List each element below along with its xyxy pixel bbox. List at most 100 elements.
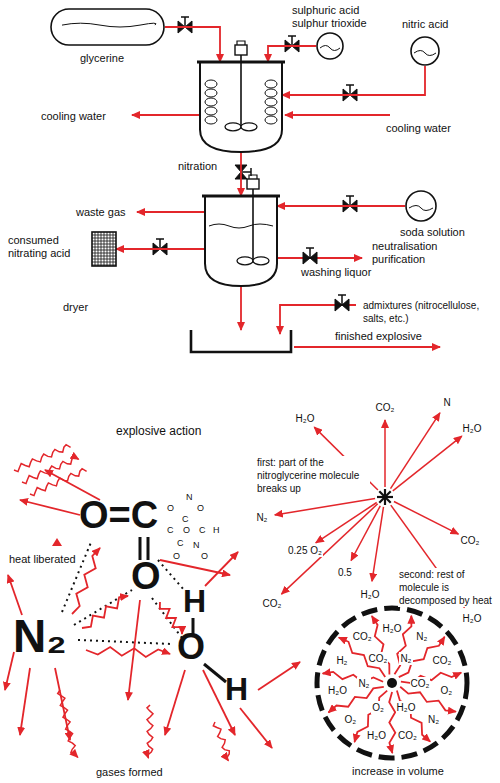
atom-letter: C: [166, 525, 175, 536]
stirrer-blade: [237, 257, 253, 265]
energy-arrow: [165, 670, 185, 735]
burst-ray: [372, 507, 384, 581]
hatching: [110, 232, 111, 266]
node-label: nitric acid: [402, 18, 482, 31]
energy-arrow: [20, 500, 80, 515]
energy-arrow: [160, 560, 230, 575]
gas-label: H₂O: [396, 701, 417, 714]
atom-letter: O: [166, 503, 175, 514]
vessel-outline: [205, 196, 277, 286]
stirrer-blade: [253, 257, 269, 265]
container-outline: [92, 232, 116, 266]
centre-dot: [387, 678, 397, 688]
burst-ray: [275, 499, 375, 515]
gas-label: N₂: [255, 511, 268, 524]
flow-connector: [116, 248, 205, 250]
gas-label: N₂: [415, 630, 428, 643]
energy-arrow: [5, 652, 14, 690]
burst-ray: [282, 504, 378, 594]
text-label: cooling water: [40, 109, 107, 123]
zigzag-arrow: [323, 672, 383, 682]
gas-label: 0.5: [337, 566, 353, 579]
atom-symbol: O=C: [78, 495, 159, 535]
valve-stem: [288, 36, 296, 46]
valve-symbol: [285, 36, 299, 52]
gas-label: CO₂: [375, 401, 396, 414]
text-label: admixtures (nitrocellulose, salts, etc.): [362, 299, 496, 325]
liquid-level: [62, 23, 156, 27]
node-label: finished explosive: [335, 330, 445, 343]
heat-wave: [22, 457, 79, 484]
node-label: neutralisation purification: [372, 240, 482, 266]
flow-connector: [240, 152, 242, 196]
cooling-coil: [205, 80, 217, 88]
text-label: heat liberated: [8, 552, 77, 566]
valve-stem: [156, 239, 164, 249]
hatching: [98, 232, 99, 266]
heat-wave: [213, 722, 229, 761]
text-label: second: rest of molecule is decomposed b…: [398, 568, 498, 607]
heat-marker: [52, 538, 62, 546]
gas-label: H₂O: [382, 622, 403, 635]
zigzag-arrow: [82, 596, 128, 628]
text-label: gases formed: [95, 765, 164, 779]
storage-tank: glycerine: [50, 8, 165, 46]
hatching: [104, 232, 105, 266]
gas-label: H₂: [335, 654, 348, 667]
waste-gas-pipe: [137, 211, 205, 213]
atom-symbol: O: [176, 628, 206, 666]
vessel-lid: [202, 195, 280, 198]
valve-symbol: [343, 196, 357, 212]
cooling-pipe: [132, 114, 200, 116]
tank-outline: [406, 191, 436, 221]
tank-outline: [411, 37, 439, 65]
product-pipe: [294, 346, 440, 348]
tank-outline: [51, 9, 164, 45]
burst-ray: [384, 420, 386, 487]
burst-ray: [394, 502, 459, 535]
gas-label: N₂: [427, 713, 440, 726]
energy-arrow: [8, 575, 22, 615]
neutraliser-vessel: neutralisation purification: [205, 196, 277, 286]
text-label: explosive action: [115, 424, 202, 439]
text-label: washing liquor: [300, 265, 372, 279]
gas-label: O₂: [371, 701, 385, 714]
stirrer-motor: [235, 45, 247, 55]
liquid-level: [409, 206, 433, 211]
burst-ray: [316, 503, 377, 543]
hatching: [95, 232, 96, 266]
heat-wave: [147, 705, 153, 758]
valve-stem: [338, 295, 346, 305]
text-label: cooling water: [385, 121, 452, 135]
cooling-coil: [265, 98, 277, 106]
atom-letter: C: [181, 514, 190, 525]
stirrer-blade: [241, 123, 257, 131]
atom-symbol: O: [130, 556, 162, 596]
gas-label: N₂: [399, 652, 412, 665]
energy-arrow: [55, 668, 70, 740]
cooling-pipe: [285, 114, 390, 116]
atom-letter: C: [176, 538, 185, 549]
dotted-bond: [62, 540, 92, 612]
acid-tank-shape: [316, 32, 344, 60]
stirrer-motor: [237, 41, 245, 45]
energy-arrow: [128, 600, 140, 700]
acid-container: consumed nitrating acid: [92, 232, 116, 266]
gas-label: CO₂: [397, 729, 418, 742]
cooling-coil: [265, 116, 277, 124]
acid-tank: nitric acid: [410, 36, 440, 66]
flow-connector: [268, 46, 316, 62]
gas-label: O₂: [440, 684, 454, 697]
heat-wave: [58, 690, 78, 757]
gas-label: CO₂: [410, 677, 431, 690]
cooling-coil: [205, 89, 217, 97]
stirrer-motor: [249, 175, 257, 179]
energy-arrow: [240, 708, 272, 748]
text-label: waste gas: [75, 205, 127, 219]
cooling-coil: [265, 89, 277, 97]
valve-symbol: [335, 295, 349, 311]
valve-stem: [306, 248, 314, 258]
zigzag-arrow: [86, 647, 170, 657]
nitration-vessel: nitration: [200, 62, 282, 152]
gas-label: H₂O: [360, 588, 381, 601]
